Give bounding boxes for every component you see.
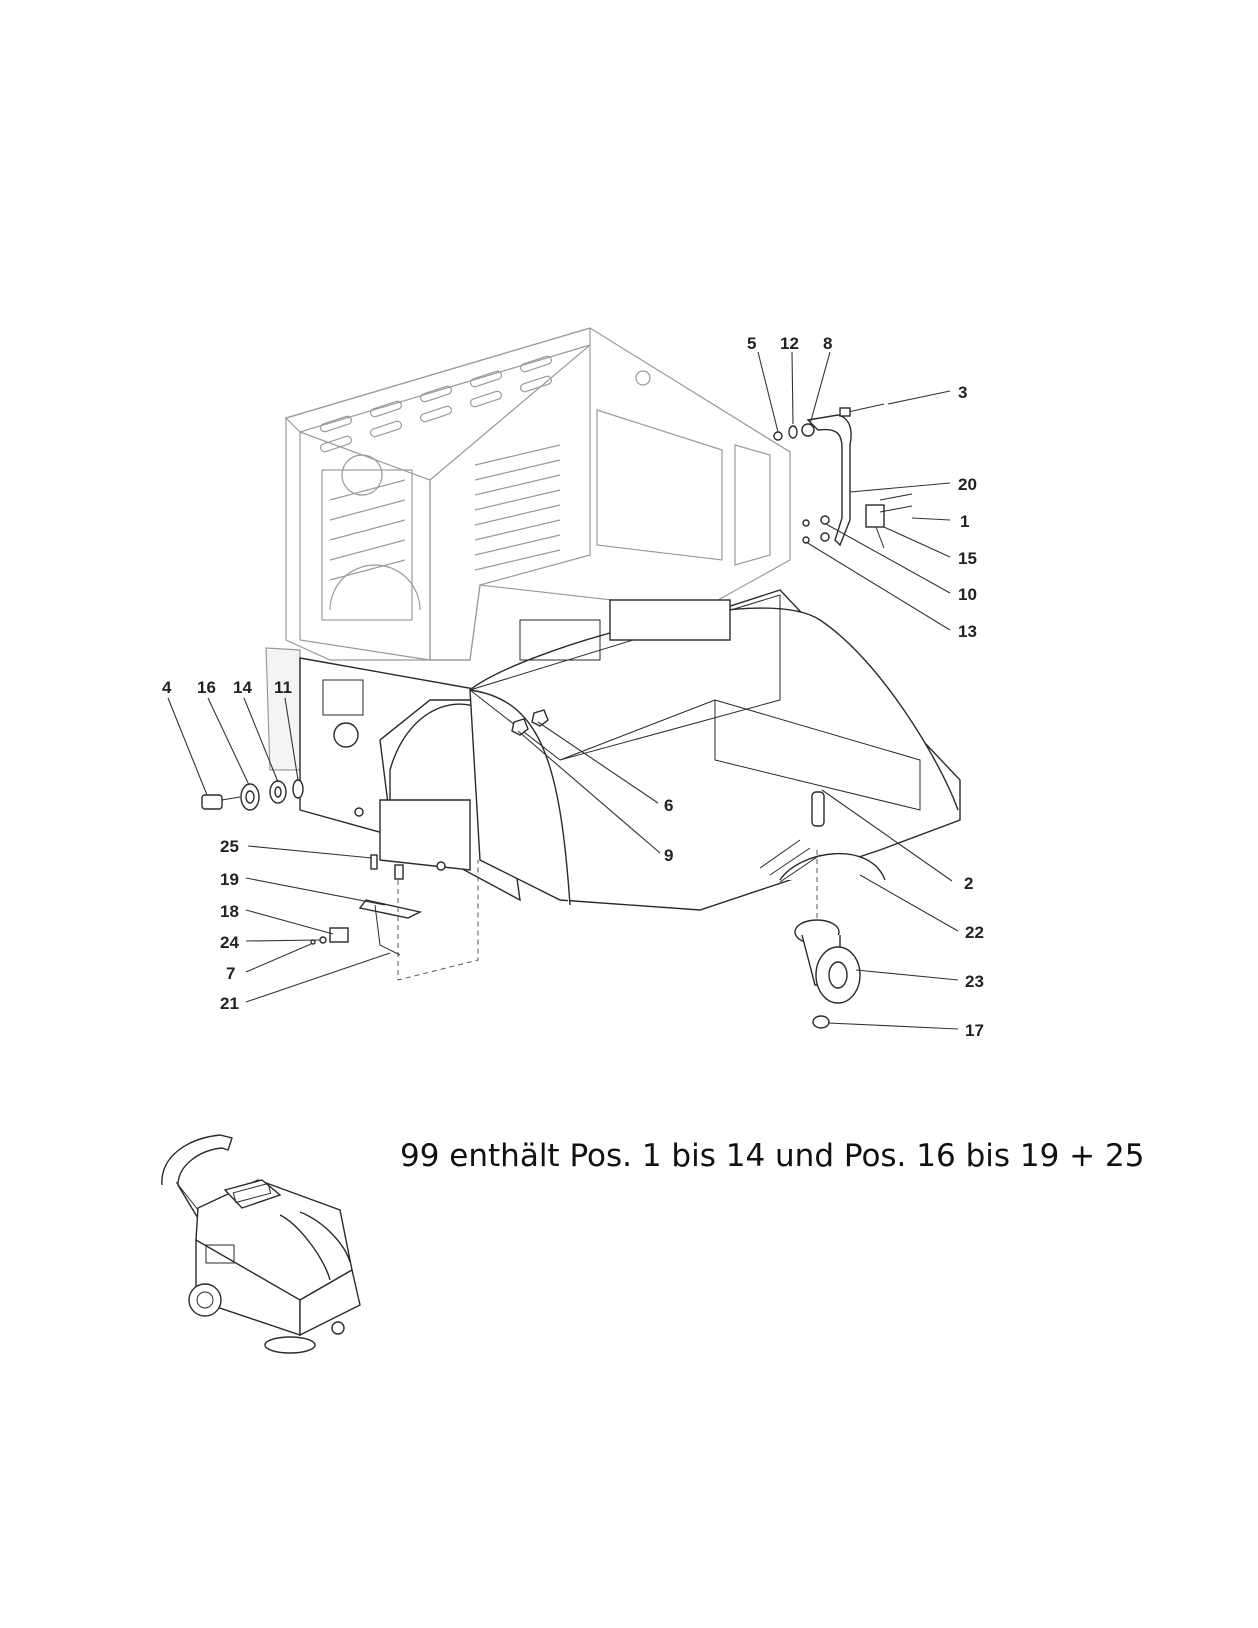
nut-10 (802, 519, 810, 527)
callout-9: 9 (664, 846, 673, 865)
callout-5: 5 (747, 334, 756, 353)
nut-24 (319, 936, 327, 944)
screw-25 (370, 854, 378, 870)
screw-3-head (839, 407, 851, 417)
washer-8 (801, 423, 815, 437)
callout-labels: 5 12 8 3 20 1 15 10 13 4 16 14 11 6 9 2 … (162, 334, 984, 1040)
nut-6 (531, 709, 549, 727)
washer-13 (820, 532, 830, 542)
pin-2 (811, 791, 825, 827)
parts (201, 403, 913, 1029)
callout-3: 3 (958, 383, 967, 402)
callout-10: 10 (958, 585, 977, 604)
machine-thumbnail (161, 1134, 361, 1354)
callout-15: 15 (958, 549, 977, 568)
nut-9 (511, 718, 529, 736)
assembly-note: 99 enthält Pos. 1 bis 14 und Pos. 16 bis… (400, 1138, 1145, 1174)
plate-21 (374, 904, 401, 956)
frame-louvres (329, 444, 561, 581)
microswitch-15 (865, 504, 885, 528)
screw-3 (847, 403, 885, 413)
callout-11: 11 (274, 678, 292, 697)
callout-22: 22 (965, 923, 984, 942)
callout-1: 1 (960, 512, 969, 531)
switch-18 (329, 927, 349, 943)
foot-17 (812, 1015, 830, 1029)
leader-lines (167, 351, 959, 1030)
callout-23: 23 (965, 972, 984, 991)
frame-slots (319, 355, 553, 453)
callout-18: 18 (220, 902, 239, 921)
callout-8: 8 (823, 334, 832, 353)
callout-25: 25 (220, 837, 239, 856)
callout-14: 14 (233, 678, 252, 697)
callout-24: 24 (220, 933, 239, 952)
nut-13 (802, 536, 810, 544)
callout-16: 16 (197, 678, 216, 697)
screw-body (394, 864, 404, 880)
circlip-11 (292, 779, 304, 799)
callout-6: 6 (664, 796, 673, 815)
callout-7: 7 (226, 964, 235, 983)
nut-5 (773, 431, 783, 441)
upper-frame-ghost (284, 327, 791, 661)
bracket-20 (806, 414, 852, 547)
spacer-12 (788, 425, 798, 439)
washer-10 (820, 515, 830, 525)
callout-20: 20 (958, 475, 977, 494)
callout-13: 13 (958, 622, 977, 641)
chassis (265, 589, 961, 911)
bolt-4 (201, 794, 223, 810)
lever-19 (358, 899, 423, 919)
callout-2: 2 (964, 874, 973, 893)
callout-4: 4 (162, 678, 172, 697)
callout-12: 12 (780, 334, 799, 353)
callout-21: 21 (220, 994, 239, 1013)
callout-17: 17 (965, 1021, 984, 1040)
callout-19: 19 (220, 870, 239, 889)
